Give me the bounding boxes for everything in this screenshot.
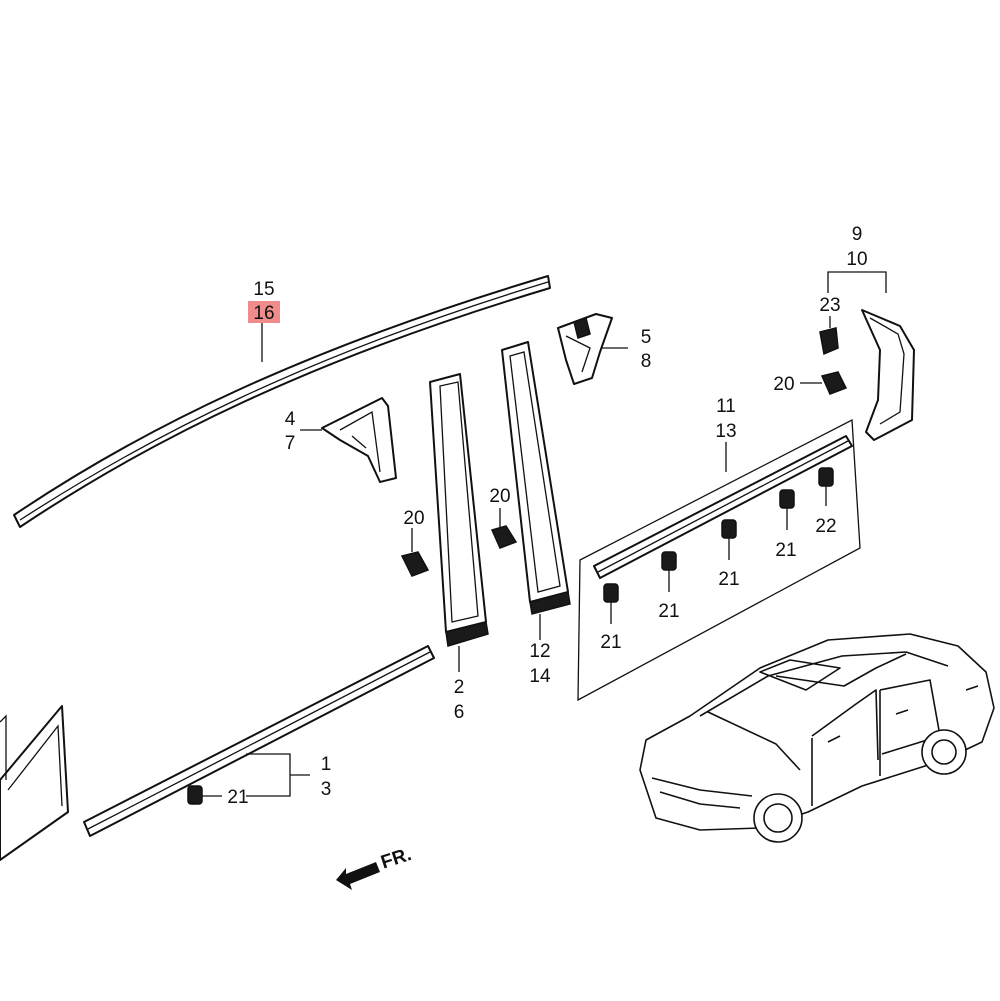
clip-21-r3	[721, 519, 737, 539]
rear-bracket	[557, 313, 613, 385]
callout-garnish-a: 4	[285, 409, 296, 430]
callout-clip-21-r4: 21	[775, 540, 796, 561]
callout-clip-20-rear: 20	[773, 374, 794, 395]
callout-garnish-b: 7	[285, 433, 296, 454]
callout-pillar-c-a: 12	[529, 641, 550, 662]
clip-22	[818, 467, 834, 487]
callout-rear-molding-a: 11	[716, 396, 736, 417]
rear-pillar-garnish	[501, 341, 571, 615]
car-illustration	[639, 633, 995, 843]
clip-21-r1	[603, 583, 619, 603]
callout-pillar-c-b: 14	[529, 666, 551, 687]
rear-molding-box	[577, 418, 861, 702]
front-label: FR.	[379, 844, 415, 873]
clip-23	[819, 327, 839, 356]
center-pillar-garnish	[429, 373, 489, 647]
callout-pillar-b-b: 6	[454, 702, 465, 723]
callout-clip-21-front: 21	[227, 787, 248, 808]
callout-pillar-b-a: 2	[454, 677, 465, 698]
callout-bracket-b: 8	[641, 351, 652, 372]
callout-rear-molding-b: 13	[715, 421, 736, 442]
callout-rear-corner-a: 9	[852, 224, 863, 245]
callout-bracket-a: 5	[641, 327, 652, 348]
callout-clip-20-c: 20	[489, 486, 510, 507]
front-pillar-garnish	[321, 397, 397, 483]
rear-corner-garnish	[861, 309, 915, 441]
front-arrow	[336, 862, 380, 890]
clip-21-r4	[779, 489, 795, 509]
rear-corner-bracket	[827, 271, 887, 293]
callout-roof-b: 16	[253, 303, 274, 324]
clip-20-b	[400, 551, 430, 577]
front-molding-bracket	[246, 753, 291, 797]
callout-roof-a: 15	[253, 279, 274, 300]
windshield-pillar-fragment	[0, 705, 69, 861]
roof-molding	[13, 275, 551, 528]
callout-front-molding-b: 3	[321, 779, 332, 800]
rear-door-molding	[593, 435, 853, 579]
callout-clip-21-r1: 21	[600, 632, 621, 653]
callout-clip-21-r2: 21	[658, 601, 679, 622]
clip-21-r2	[661, 551, 677, 571]
clip-20-rear	[820, 371, 848, 395]
front-door-molding	[83, 645, 435, 837]
highlight-box	[248, 301, 280, 323]
callout-clip-21-r3: 21	[718, 569, 739, 590]
clip-20-c	[490, 525, 518, 549]
callout-clip-22: 22	[815, 516, 836, 537]
clip-21-front	[187, 785, 203, 805]
callout-front-molding-a: 1	[321, 754, 332, 775]
callout-clip-20-b: 20	[403, 508, 424, 529]
callout-clip-23: 23	[819, 295, 840, 316]
callout-rear-corner-b: 10	[846, 249, 867, 270]
